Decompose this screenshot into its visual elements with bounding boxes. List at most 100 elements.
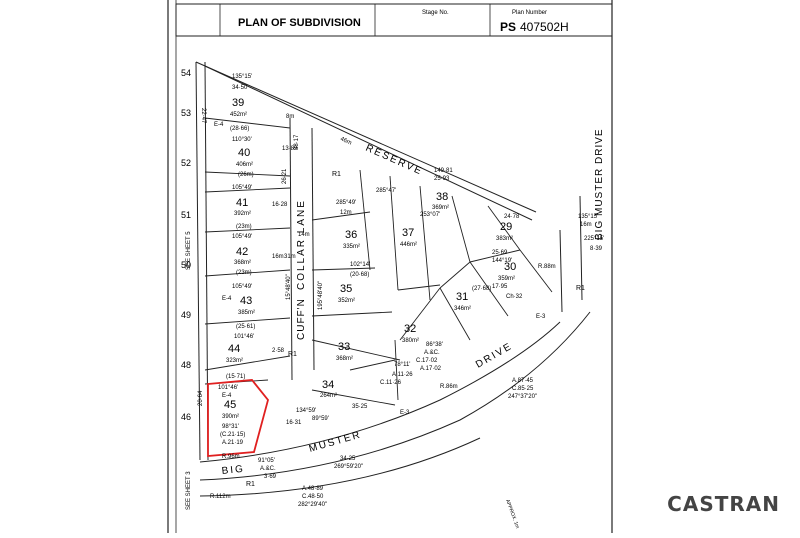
title-block: PLAN OF SUBDIVISION Stage No. Plan Numbe… <box>175 3 613 37</box>
lot-number: 43 <box>240 295 252 307</box>
lot-number: 37 <box>402 227 414 239</box>
lot-lines-interior <box>311 169 553 406</box>
plan-number-label: Plan Number <box>512 10 547 16</box>
dim-label: A.&C. <box>424 350 440 356</box>
dim-label: 98°31' <box>222 424 239 430</box>
dim-label: E-3 <box>536 314 546 320</box>
dim-label: 102°14' <box>350 262 370 268</box>
dim-label: 253°07' <box>420 212 440 218</box>
dim-label: 105°49' <box>232 185 252 191</box>
dim-label: (25·61) <box>236 324 255 330</box>
dim-label: (15·71) <box>226 374 245 380</box>
dim-label: 135°15' <box>578 214 598 220</box>
dim-label: 282°29'40" <box>298 502 327 508</box>
dim-label: 105°49' <box>232 284 252 290</box>
dim-label: A.17·02 <box>420 366 442 372</box>
dim-label: 195°48'40" <box>318 281 324 310</box>
lot-area: 369m² <box>432 205 449 211</box>
dim-label: 144°19' <box>492 258 512 264</box>
dim-label: A.11·26 <box>392 372 413 378</box>
lot-area: 323m² <box>226 358 243 364</box>
dim-label: 16m <box>272 254 284 260</box>
lot-area: 368m² <box>336 356 353 362</box>
see-sheet-5: SEE SHEET 5 <box>186 231 192 270</box>
see-sheet-3: SEE SHEET 3 <box>186 471 192 510</box>
dim-label: (23m) <box>236 270 252 276</box>
dim-label: 285°47' <box>376 188 396 194</box>
dim-label: 134°59' <box>296 408 316 414</box>
lot-area: 264m² <box>320 393 337 399</box>
dim-label: 24·78 <box>504 214 520 220</box>
dim-label: R.96m <box>222 454 240 460</box>
dim-label: 14m <box>298 232 310 238</box>
dim-label: 35·25 <box>352 404 368 410</box>
lot-area: 380m² <box>402 338 419 344</box>
dim-label: 16·28 <box>272 202 288 208</box>
lot-number: 30 <box>504 261 516 273</box>
dim-label: 13·89 <box>282 146 298 152</box>
lot-number: 45 <box>224 399 236 411</box>
dim-label: 86°38' <box>426 342 443 348</box>
side-lot-label: 51 <box>181 210 191 220</box>
dim-label: Ch·32 <box>506 294 523 300</box>
dim-label: C.85·25 <box>512 386 534 392</box>
dim-label: 15°48'40" <box>286 274 292 300</box>
dim-label: 8m <box>286 114 294 120</box>
lot-45-highlight[interactable] <box>207 379 269 457</box>
reserve-r1: R1 <box>332 171 341 178</box>
lot-area: 368m² <box>234 260 251 266</box>
dim-label: E-4 <box>222 296 232 302</box>
dim-label: (28·66) <box>230 126 249 132</box>
boundary-lines <box>195 61 591 497</box>
dim-label: 135°15' <box>232 74 252 80</box>
lot-number: 34 <box>322 379 334 391</box>
dim-label: A.48·89 <box>302 486 324 492</box>
dim-label: 269°59'20" <box>334 464 363 470</box>
side-lot-label: 49 <box>181 310 191 320</box>
dim-label: 225°15' <box>584 236 604 242</box>
dim-label: 2·58 <box>272 348 285 354</box>
side-lot-label: 48 <box>181 360 191 370</box>
lot-number: 33 <box>338 341 350 353</box>
dim-label: 247°37'20" <box>508 394 537 400</box>
lot-number: 39 <box>232 97 244 109</box>
dim-label: 105°49' <box>232 234 252 240</box>
lot-number: 31 <box>456 291 468 303</box>
side-lot-label: 52 <box>181 158 191 168</box>
dim-label: (23m) <box>236 224 252 230</box>
dimension-labels: 135°15' 34·50 (28·66) 110°30' (26m) 105°… <box>198 74 604 508</box>
lot-area: 346m² <box>454 306 471 312</box>
lot-number: 38 <box>436 191 448 203</box>
lot-number: 41 <box>236 197 248 209</box>
plan-number: 407502H <box>520 20 569 34</box>
dim-label: (26m) <box>238 172 254 178</box>
road-big-muster-drive: BIG MUSTER DRIVE <box>594 128 605 240</box>
lane-r1: R1 <box>288 351 297 358</box>
road-reserve: RESERVE <box>364 143 425 178</box>
stage-label: Stage No. <box>422 10 449 16</box>
lot-numbers: 39 452m² 40 406m² 41 392m² 42 368m² 43 3… <box>222 97 516 420</box>
lot-area: 406m² <box>236 162 253 168</box>
dim-label: 101°46' <box>234 334 254 340</box>
dim-label: 34·50 <box>232 85 248 91</box>
road-big: BIG <box>221 464 245 477</box>
lot-area: 352m² <box>338 298 355 304</box>
dim-label: C.17·02 <box>416 358 438 364</box>
lot-area: 385m² <box>238 310 255 316</box>
dim-label: C.11·26 <box>380 380 402 386</box>
dim-label: 34·25 <box>340 456 356 462</box>
road-muster: MUSTER <box>308 429 363 455</box>
dim-label: 285°49' <box>336 200 356 206</box>
lot-area: 392m² <box>234 211 251 217</box>
lot-number: 42 <box>236 246 248 258</box>
lot-number: 44 <box>228 343 240 355</box>
lot-area: 446m² <box>400 242 417 248</box>
castran-logo: CASTRAN <box>667 492 780 516</box>
dim-label: 101°46' <box>218 385 238 391</box>
dim-label: (20·68) <box>350 272 369 278</box>
dim-label: 78°11' <box>394 362 410 368</box>
dim-label: A.&C. <box>260 466 276 472</box>
lot-area: 452m² <box>230 112 247 118</box>
